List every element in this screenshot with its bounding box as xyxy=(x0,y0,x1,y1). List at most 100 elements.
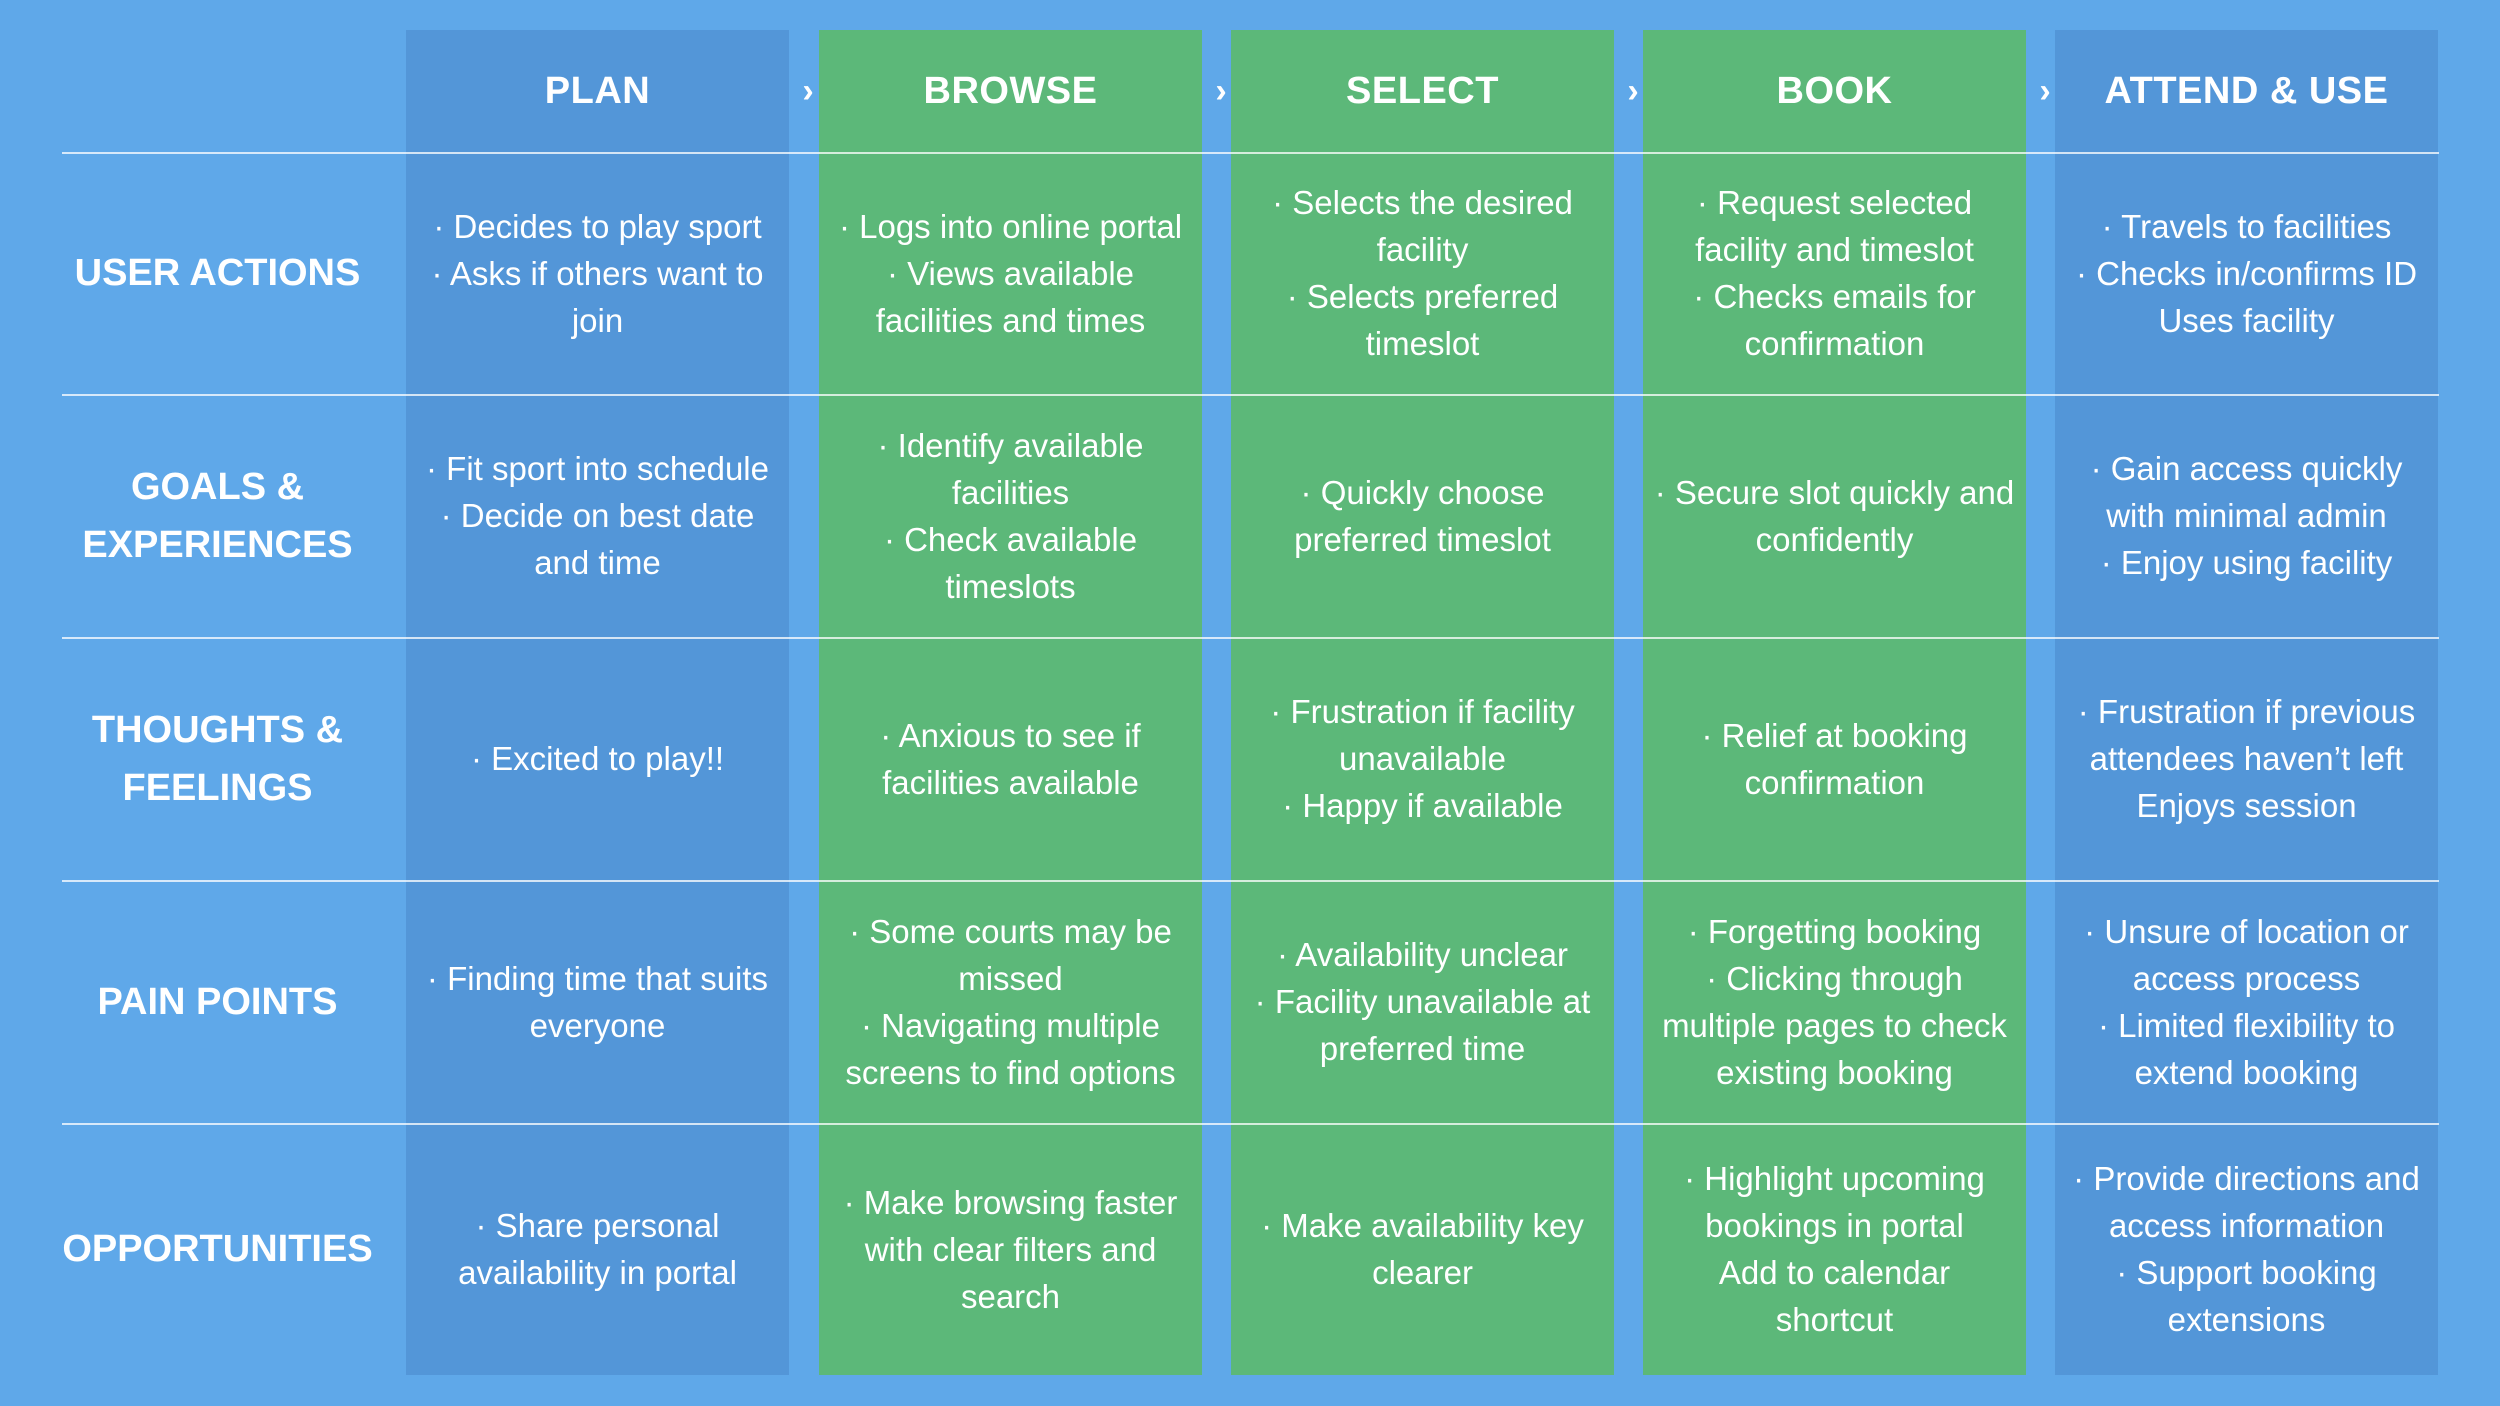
row-label: OPPORTUNITIES xyxy=(50,1123,385,1375)
cell-text-line: · Highlight upcoming xyxy=(1684,1160,1985,1197)
cell-text-line: shortcut xyxy=(1775,1301,1894,1338)
journey-cell: · Fit sport into schedule· Decide on bes… xyxy=(406,394,789,637)
cell-text-line: screens to find options xyxy=(845,1053,1176,1091)
cell-text-line: · Happy if available xyxy=(1282,787,1563,824)
row-label: THOUGHTS & FEELINGS xyxy=(50,637,385,880)
stage-title: SELECT xyxy=(1346,69,1499,112)
cell-text-line: timeslots xyxy=(945,567,1076,605)
cell-text-line: · Forgetting booking xyxy=(1687,912,1982,950)
cell-text-line: · Make browsing faster xyxy=(843,1183,1178,1221)
stage-column xyxy=(406,30,789,1375)
chevron-right-icon: › xyxy=(2039,71,2051,110)
journey-cell: · Decides to play sport· Asks if others … xyxy=(406,152,789,394)
cell-text-line: · Frustration if facility xyxy=(1270,693,1575,730)
row-label-line: GOALS & xyxy=(130,465,305,508)
cell-text-line: · Selects the desired xyxy=(1272,184,1573,221)
cell-text-line: Add to calendar xyxy=(1718,1254,1951,1291)
row-divider xyxy=(62,637,2439,639)
cell-text-line: · Provide directions and xyxy=(2073,1160,2420,1197)
cell-text-line: search xyxy=(960,1277,1061,1315)
cell-text-line: · Support booking xyxy=(2116,1254,2377,1291)
cell-text-line: · Logs into online portal xyxy=(838,207,1183,245)
row-label: PAIN POINTS xyxy=(50,880,385,1123)
cell-text-line: · Selects preferred xyxy=(1286,278,1559,315)
cell-text-line: attendees haven’t left xyxy=(2089,740,2404,777)
chevron-right-icon: › xyxy=(1215,71,1227,110)
stage-column xyxy=(819,30,1202,1375)
cell-text-line: · Asks if others want to xyxy=(431,254,764,292)
cell-text-line: · Clicking through xyxy=(1706,959,1963,997)
row-label-line: THOUGHTS & xyxy=(91,708,344,751)
cell-text-line: confidently xyxy=(1755,520,1914,558)
cell-text-line: · Enjoy using facility xyxy=(2100,544,2393,581)
cell-text-line: preferred timeslot xyxy=(1294,520,1551,558)
cell-text-line: · Decide on best date xyxy=(440,497,755,534)
cell-text-line: · Some courts may be xyxy=(849,912,1172,950)
journey-cell: · Excited to play!! xyxy=(406,637,789,880)
cell-text-line: · Availability unclear xyxy=(1276,936,1569,973)
stage-title: BROWSE xyxy=(923,69,1098,112)
cell-text-line: · Anxious to see if xyxy=(880,716,1141,754)
journey-cell: · Forgetting booking · Clicking through mu… xyxy=(1643,880,2026,1123)
row-label-line: PAIN POINTS xyxy=(97,980,338,1023)
row-divider xyxy=(62,880,2439,882)
cell-text-line: access process xyxy=(2132,959,2361,997)
cell-text-line: · Checks in/confirms ID xyxy=(2075,254,2418,292)
cell-text-line: · Checks emails for xyxy=(1693,278,1976,315)
cell-text-line: timeslot xyxy=(1365,325,1480,362)
cell-text-line: · Finding time that suits xyxy=(426,959,769,997)
journey-cell: · Quickly choose preferred timeslot xyxy=(1231,394,1614,637)
cell-text-line: Enjoys session xyxy=(2136,787,2357,824)
cell-text-line: · Identify available xyxy=(877,426,1144,464)
cell-text-line: facilities and times xyxy=(875,301,1146,339)
cell-text-line: facilities xyxy=(951,473,1070,511)
cell-text-line: availability in portal xyxy=(458,1254,737,1291)
row-label-line: OPPORTUNITIES xyxy=(62,1228,373,1270)
cell-text-line: extend booking xyxy=(2134,1053,2359,1091)
cell-text-line: · Make availability key xyxy=(1261,1207,1584,1244)
cell-text-line: · Travels to facilities xyxy=(2101,207,2392,245)
row-divider xyxy=(62,394,2439,396)
row-label-line: EXPERIENCES xyxy=(82,523,353,566)
journey-cell: · Availability unclear · Facility unavail… xyxy=(1231,880,1614,1123)
cell-text-line: bookings in portal xyxy=(1705,1207,1964,1244)
cell-text-line: · Quickly choose xyxy=(1300,473,1545,511)
journey-cell: · Logs into online portal · Views availab… xyxy=(819,152,1202,394)
cell-text-line: clearer xyxy=(1372,1254,1473,1291)
cell-text-line: · Views available xyxy=(886,254,1135,292)
cell-text-line: multiple pages to check xyxy=(1662,1006,2007,1044)
cell-text-line: with minimal admin xyxy=(2106,497,2387,534)
chevron-right-icon: › xyxy=(802,71,814,110)
row-label: GOALS & EXPERIENCES xyxy=(50,394,385,637)
journey-cell: · Travels to facilities · Checks in/confi… xyxy=(2055,152,2438,394)
cell-text-line: join xyxy=(571,301,624,339)
cell-text-line: confirmation xyxy=(1744,325,1925,362)
cell-text-line: missed xyxy=(958,959,1063,997)
cell-text-line: · Unsure of location or xyxy=(2084,912,2409,950)
cell-text-line: extensions xyxy=(2167,1301,2326,1338)
row-label: USER ACTIONS xyxy=(50,152,385,394)
stage-title: BOOK xyxy=(1776,69,1893,112)
cell-text-line: unavailable xyxy=(1339,740,1506,777)
cell-text-line: facility xyxy=(1376,231,1469,268)
cell-text-line: and time xyxy=(534,544,661,581)
chevron-right-icon: › xyxy=(1627,71,1639,110)
cell-text-line: · Excited to play!! xyxy=(470,740,725,777)
row-label-line: FEELINGS xyxy=(122,766,313,809)
cell-text-line: · Facility unavailable at xyxy=(1254,983,1591,1020)
cell-text-line: existing booking xyxy=(1716,1053,1953,1091)
cell-text-line: · Relief at booking xyxy=(1701,716,1968,754)
